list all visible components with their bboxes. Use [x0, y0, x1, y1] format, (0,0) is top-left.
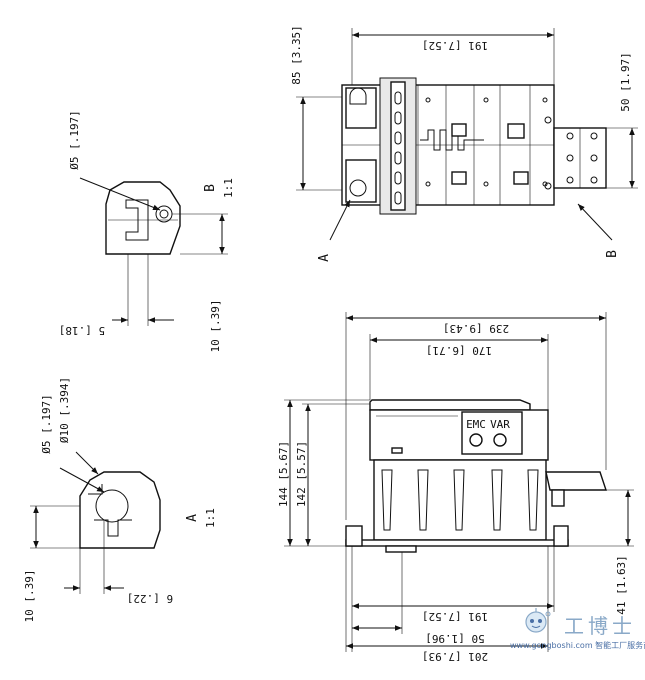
detail-a-scale: 1:1 [204, 508, 217, 528]
detail-b-body [105, 181, 181, 255]
watermark-subtitle: 智能工厂服务商 [595, 641, 645, 650]
watermark-url-text: www.gongboshi.com [510, 641, 593, 650]
watermark-url: www.gongboshi.com 智能工厂服务商 [510, 640, 645, 651]
watermark: 工博士 www.gongboshi.com 智能工厂服务商 [508, 606, 645, 676]
detail-b-scale: 1:1 [222, 178, 235, 198]
front-right-bracket [545, 471, 607, 491]
front-view: EMC VAR 239 [9.43] 170 [6.71] 144 [5.67] [277, 312, 634, 663]
front-width-201: 201 [7.93] [422, 650, 488, 663]
detail-b-bottom-dimension: 5 [.18] [59, 324, 105, 337]
watermark-brand: 工博士 [564, 614, 636, 638]
detail-a-body [79, 471, 161, 549]
detail-b: Ø5 [.197] B 1:1 5 [.18] 10 [.39] [59, 110, 235, 352]
detail-a-side-dimension: 10 [.39] [23, 570, 36, 623]
robot-mascot-icon [525, 608, 551, 633]
front-top-bar [369, 399, 531, 411]
front-width-191: 191 [7.52] [422, 610, 488, 623]
front-height-144: 144 [5.67] [277, 441, 290, 507]
detail-b-side-dimension: 10 [.39] [209, 300, 222, 353]
top-view: 191 [7.52] 85 [3.35] 50 [1.97] A B [290, 25, 638, 262]
emc-screw-icon [469, 433, 483, 447]
callout-b: B [605, 250, 620, 258]
front-width-50: 50 [1.96] [425, 632, 485, 645]
front-height-142: 142 [5.57] [295, 441, 308, 507]
emc-badge: EMC [466, 418, 486, 431]
front-right-dimension: 41 [1.63] [615, 555, 628, 615]
detail-a-large-hole-icon [95, 489, 129, 523]
detail-a-small-hole: Ø5 [.197] [40, 394, 53, 454]
callout-a: A [317, 254, 332, 262]
top-height-dimension: 85 [3.35] [290, 25, 303, 85]
top-right-height-dimension: 50 [1.97] [619, 52, 632, 112]
detail-a-large-hole: Ø10 [.394] [58, 377, 71, 443]
front-inner-width: 170 [6.71] [426, 344, 492, 357]
detail-a-bottom-dimension: 6 [.22] [127, 592, 173, 605]
front-lower-body [373, 459, 547, 541]
detail-b-label: B [203, 184, 218, 192]
var-badge: VAR [490, 418, 510, 431]
detail-a-label: A [185, 514, 200, 522]
var-screw-icon [493, 433, 507, 447]
top-width-dimension: 191 [7.52] [422, 39, 488, 52]
detail-b-hole-diameter: Ø5 [.197] [68, 110, 81, 170]
front-overall-width: 239 [9.43] [443, 322, 509, 335]
detail-a: Ø5 [.197] Ø10 [.394] A 1:1 10 [.39] 6 [.… [23, 377, 217, 623]
